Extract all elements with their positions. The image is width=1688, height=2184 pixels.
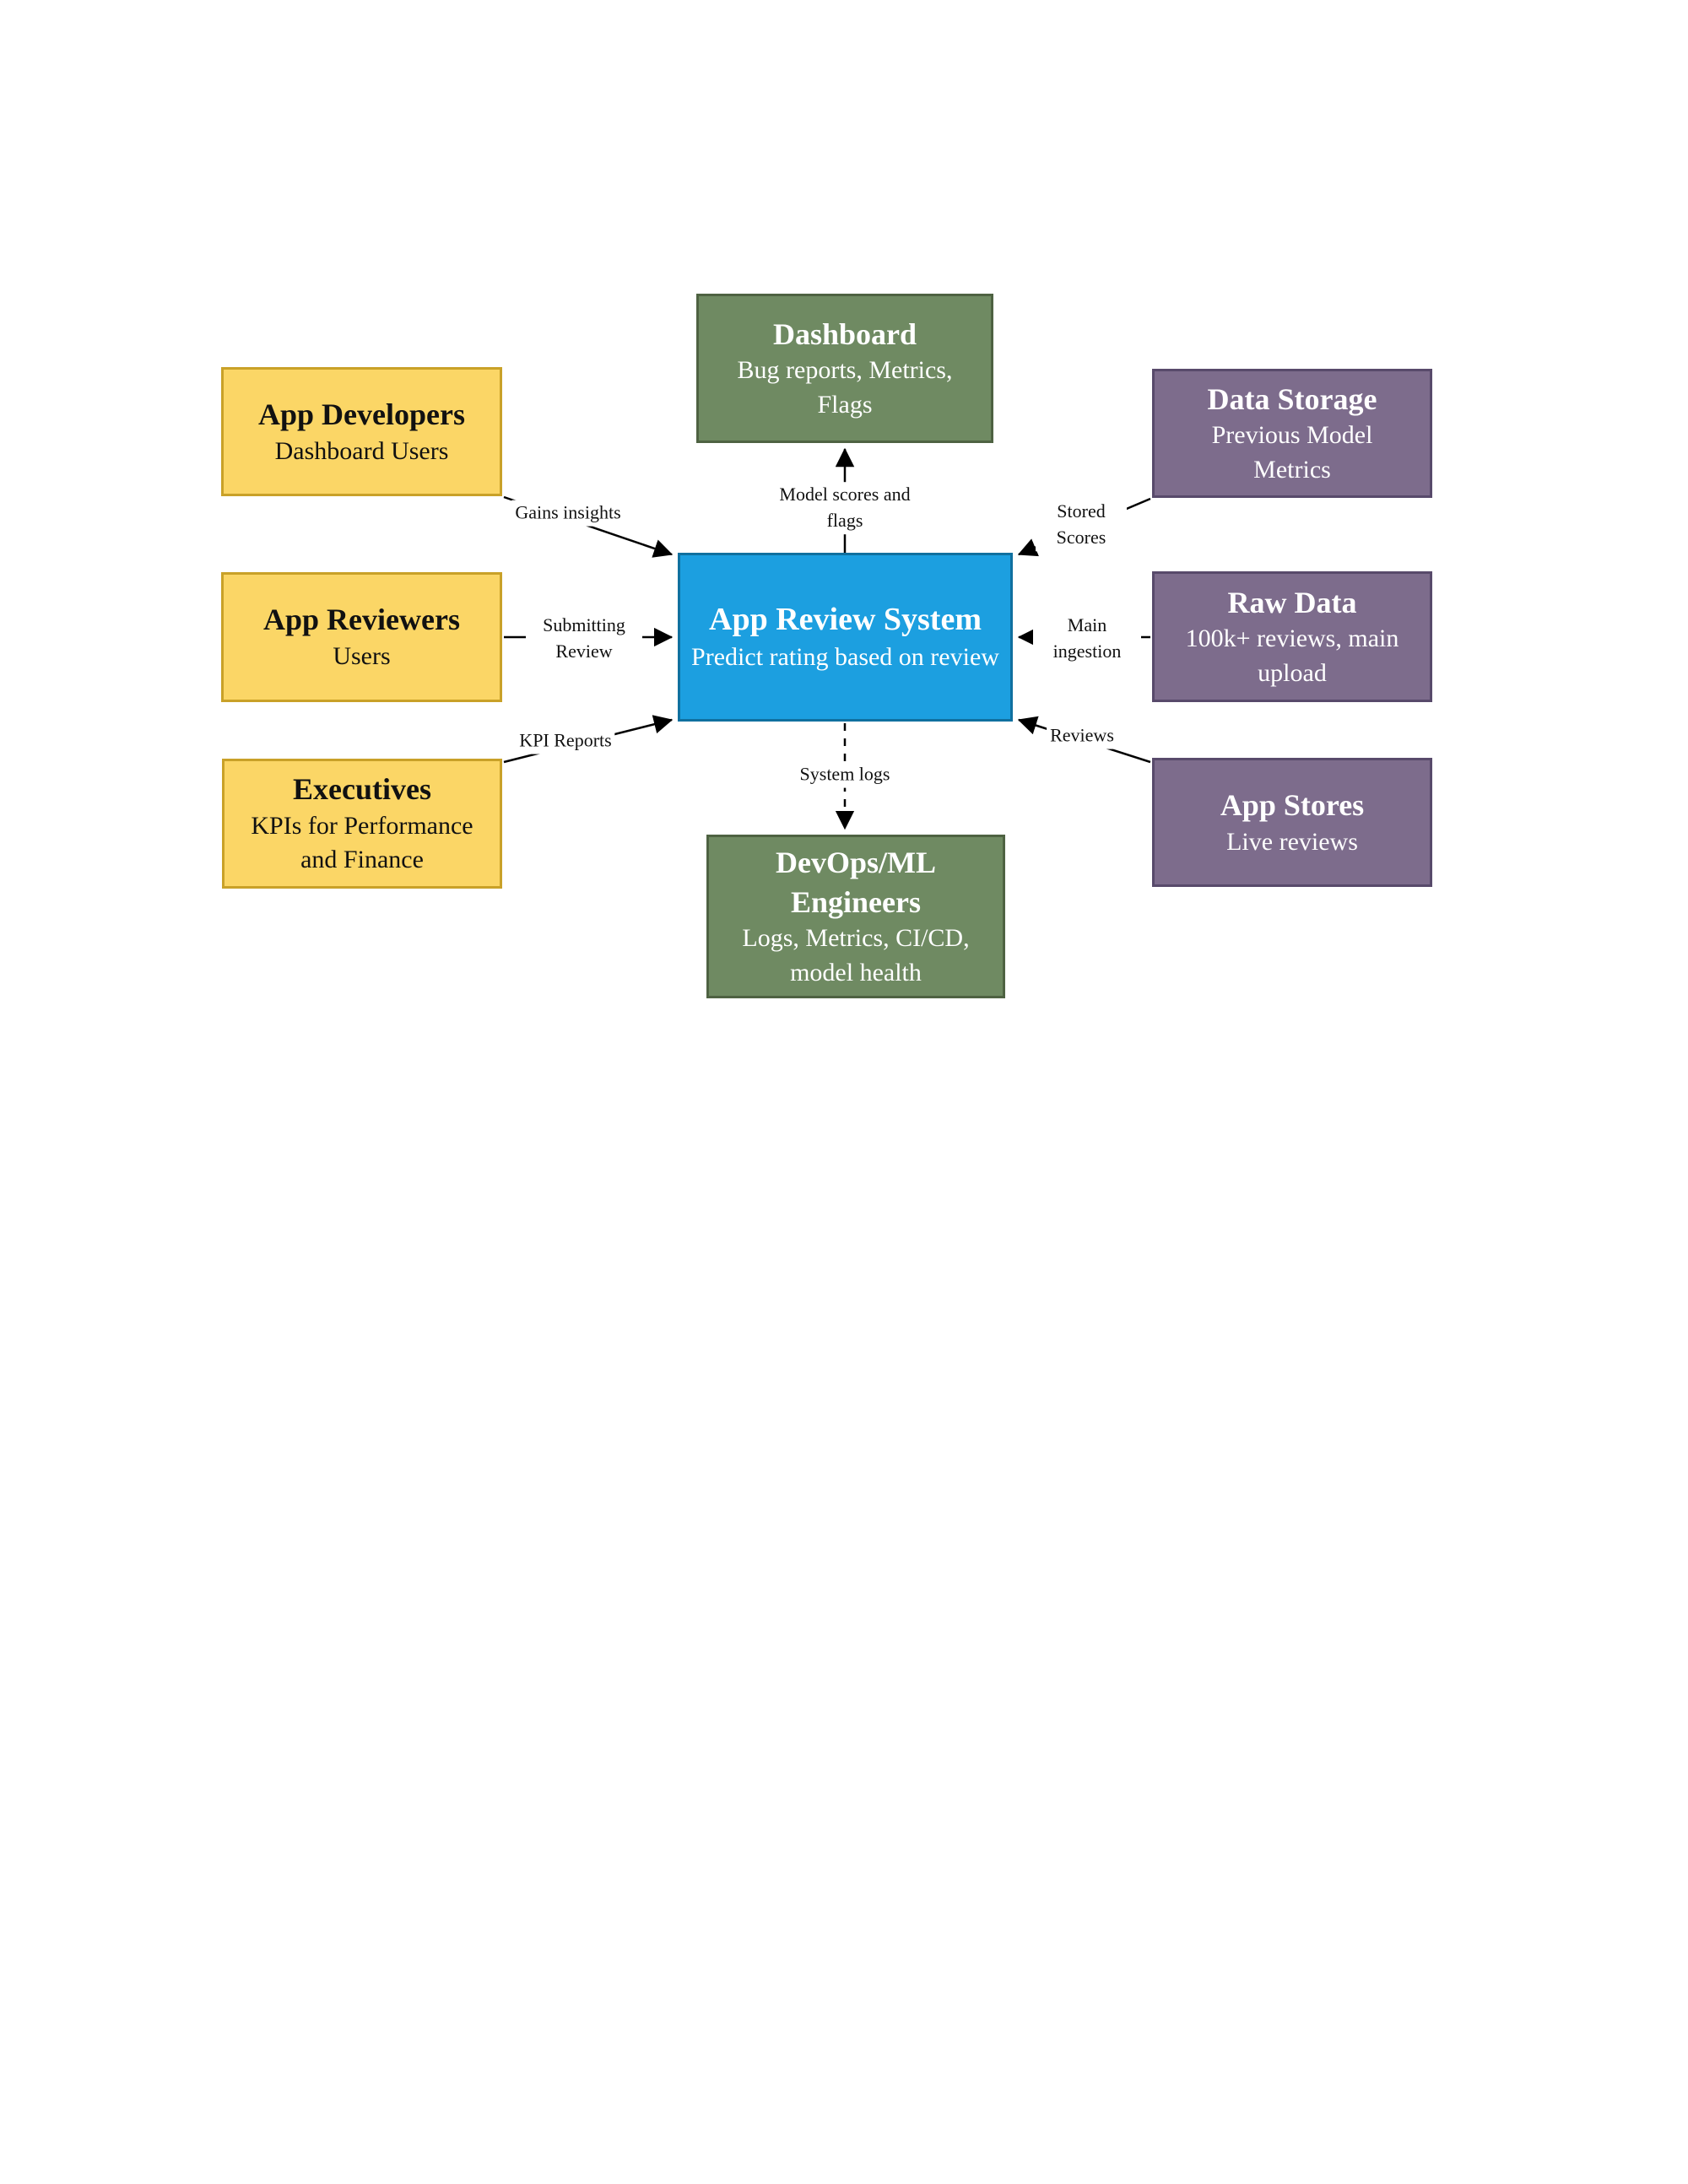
node-title: App Reviewers <box>263 603 460 637</box>
node-subtitle: KPIs for Performance and Finance <box>251 811 473 874</box>
node-subtitle: Bug reports, Metrics, Flags <box>737 356 953 419</box>
node-title: App Stores <box>1220 787 1365 822</box>
node-app-reviewers: App Reviewers Users <box>221 572 502 702</box>
node-title: Raw Data <box>1227 585 1357 619</box>
edge-label-gains-insights: Gains insights <box>511 500 625 527</box>
node-title: App Developers <box>258 397 465 431</box>
node-subtitle: Logs, Metrics, CI/CD, model health <box>742 924 970 987</box>
edge-label-submitting-review: Submitting Review <box>526 613 642 665</box>
edge-label-model-scores-and-flags: Model scores and flags <box>774 482 916 534</box>
edge-label-main-ingestion: Main ingestion <box>1033 613 1141 665</box>
node-title: App Review System <box>709 602 982 638</box>
node-subtitle: Predict rating based on review <box>691 643 999 672</box>
node-subtitle: Users <box>333 642 391 671</box>
node-title: Data Storage <box>1207 381 1377 416</box>
node-title: Dashboard <box>772 316 917 351</box>
edge-label-stored-scores: Stored Scores <box>1036 499 1127 551</box>
node-subtitle: Previous Model Metrics <box>1211 421 1373 484</box>
node-executives: Executives KPIs for Performance and Fina… <box>222 759 502 889</box>
edge-label-system-logs: System logs <box>796 761 894 788</box>
node-app-review-system: App Review System Predict rating based o… <box>678 553 1013 722</box>
node-title: DevOps/ML Engineers <box>775 845 936 919</box>
node-subtitle: Dashboard Users <box>274 436 449 465</box>
node-dashboard: Dashboard Bug reports, Metrics, Flags <box>696 294 993 443</box>
node-data-storage: Data Storage Previous Model Metrics <box>1152 369 1432 498</box>
node-app-stores: App Stores Live reviews <box>1152 758 1432 887</box>
node-subtitle: Live reviews <box>1226 827 1358 856</box>
node-app-developers: App Developers Dashboard Users <box>221 367 502 496</box>
node-devops-ml-engineers: DevOps/ML Engineers Logs, Metrics, CI/CD… <box>706 835 1005 998</box>
node-raw-data: Raw Data 100k+ reviews, main upload <box>1152 571 1432 702</box>
node-title: Executives <box>293 772 431 807</box>
node-subtitle: 100k+ reviews, main upload <box>1185 624 1399 687</box>
edge-label-reviews: Reviews <box>1047 722 1117 749</box>
edge-label-kpi-reports: KPI Reports <box>516 727 615 754</box>
